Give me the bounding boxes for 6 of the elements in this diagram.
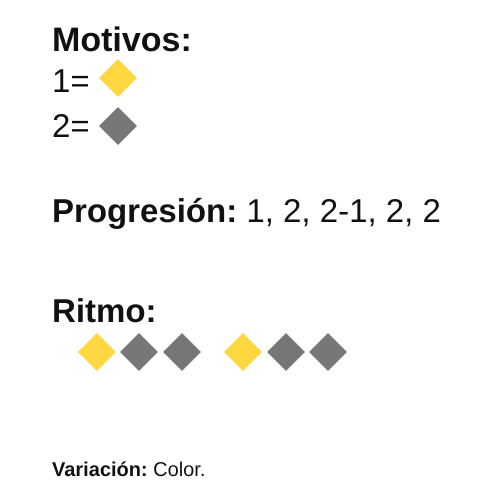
heading: Ritmo:	[52, 294, 156, 327]
progression-text: Progresión: 1, 2, 2-1, 2, 2	[52, 194, 441, 227]
legend-label: 1=	[52, 64, 90, 97]
heading: Motivos:	[52, 23, 192, 57]
legend-label: 2=	[52, 109, 90, 142]
variation-note: Variación: Color.	[52, 460, 206, 480]
